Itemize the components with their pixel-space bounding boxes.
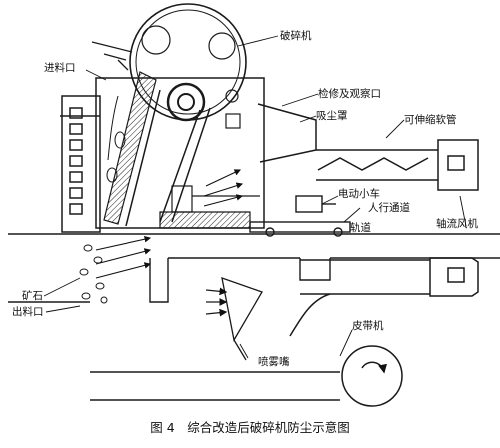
- label-ore: 矿石: [22, 290, 43, 302]
- label-spray-nozzle: 喷雾嘴: [258, 356, 290, 368]
- jaw-assembly: [103, 71, 211, 227]
- axial-fan-body: [289, 257, 479, 337]
- spray-nozzle: [205, 277, 263, 361]
- label-walkway: 人行通道: [368, 202, 410, 214]
- feed-chute: [91, 41, 133, 71]
- label-flexible-pipe: 可伸缩软管: [404, 114, 457, 126]
- label-crusher: 破碎机: [280, 30, 312, 42]
- dust-hood: [257, 103, 438, 181]
- label-axial-fan: 轴流风机: [436, 218, 478, 230]
- label-belt-conveyor: 皮带机: [352, 320, 384, 332]
- airflow-arrows: [95, 169, 244, 279]
- crusher-body: [60, 77, 265, 233]
- inspection-port: [225, 113, 241, 129]
- figure-caption: 图 4 综合改造后破碎机防尘示意图: [150, 420, 350, 435]
- drive-mechanism: [159, 185, 260, 229]
- label-track: 轨道: [350, 222, 371, 234]
- electric-cart: [249, 195, 351, 237]
- leader-lines: [43, 35, 467, 359]
- belt-conveyor: [90, 345, 403, 407]
- label-feed-inlet: 进料口: [44, 62, 76, 74]
- label-inspection-port: 检修及观察口: [318, 88, 381, 100]
- flexible-pipe: [437, 139, 479, 191]
- label-discharge-outlet: 出料口: [12, 306, 44, 318]
- ore-pieces: [79, 244, 108, 304]
- label-electric-cart: 电动小车: [338, 188, 380, 200]
- foundation: [8, 233, 500, 303]
- label-dust-hood: 吸尘罩: [316, 110, 348, 122]
